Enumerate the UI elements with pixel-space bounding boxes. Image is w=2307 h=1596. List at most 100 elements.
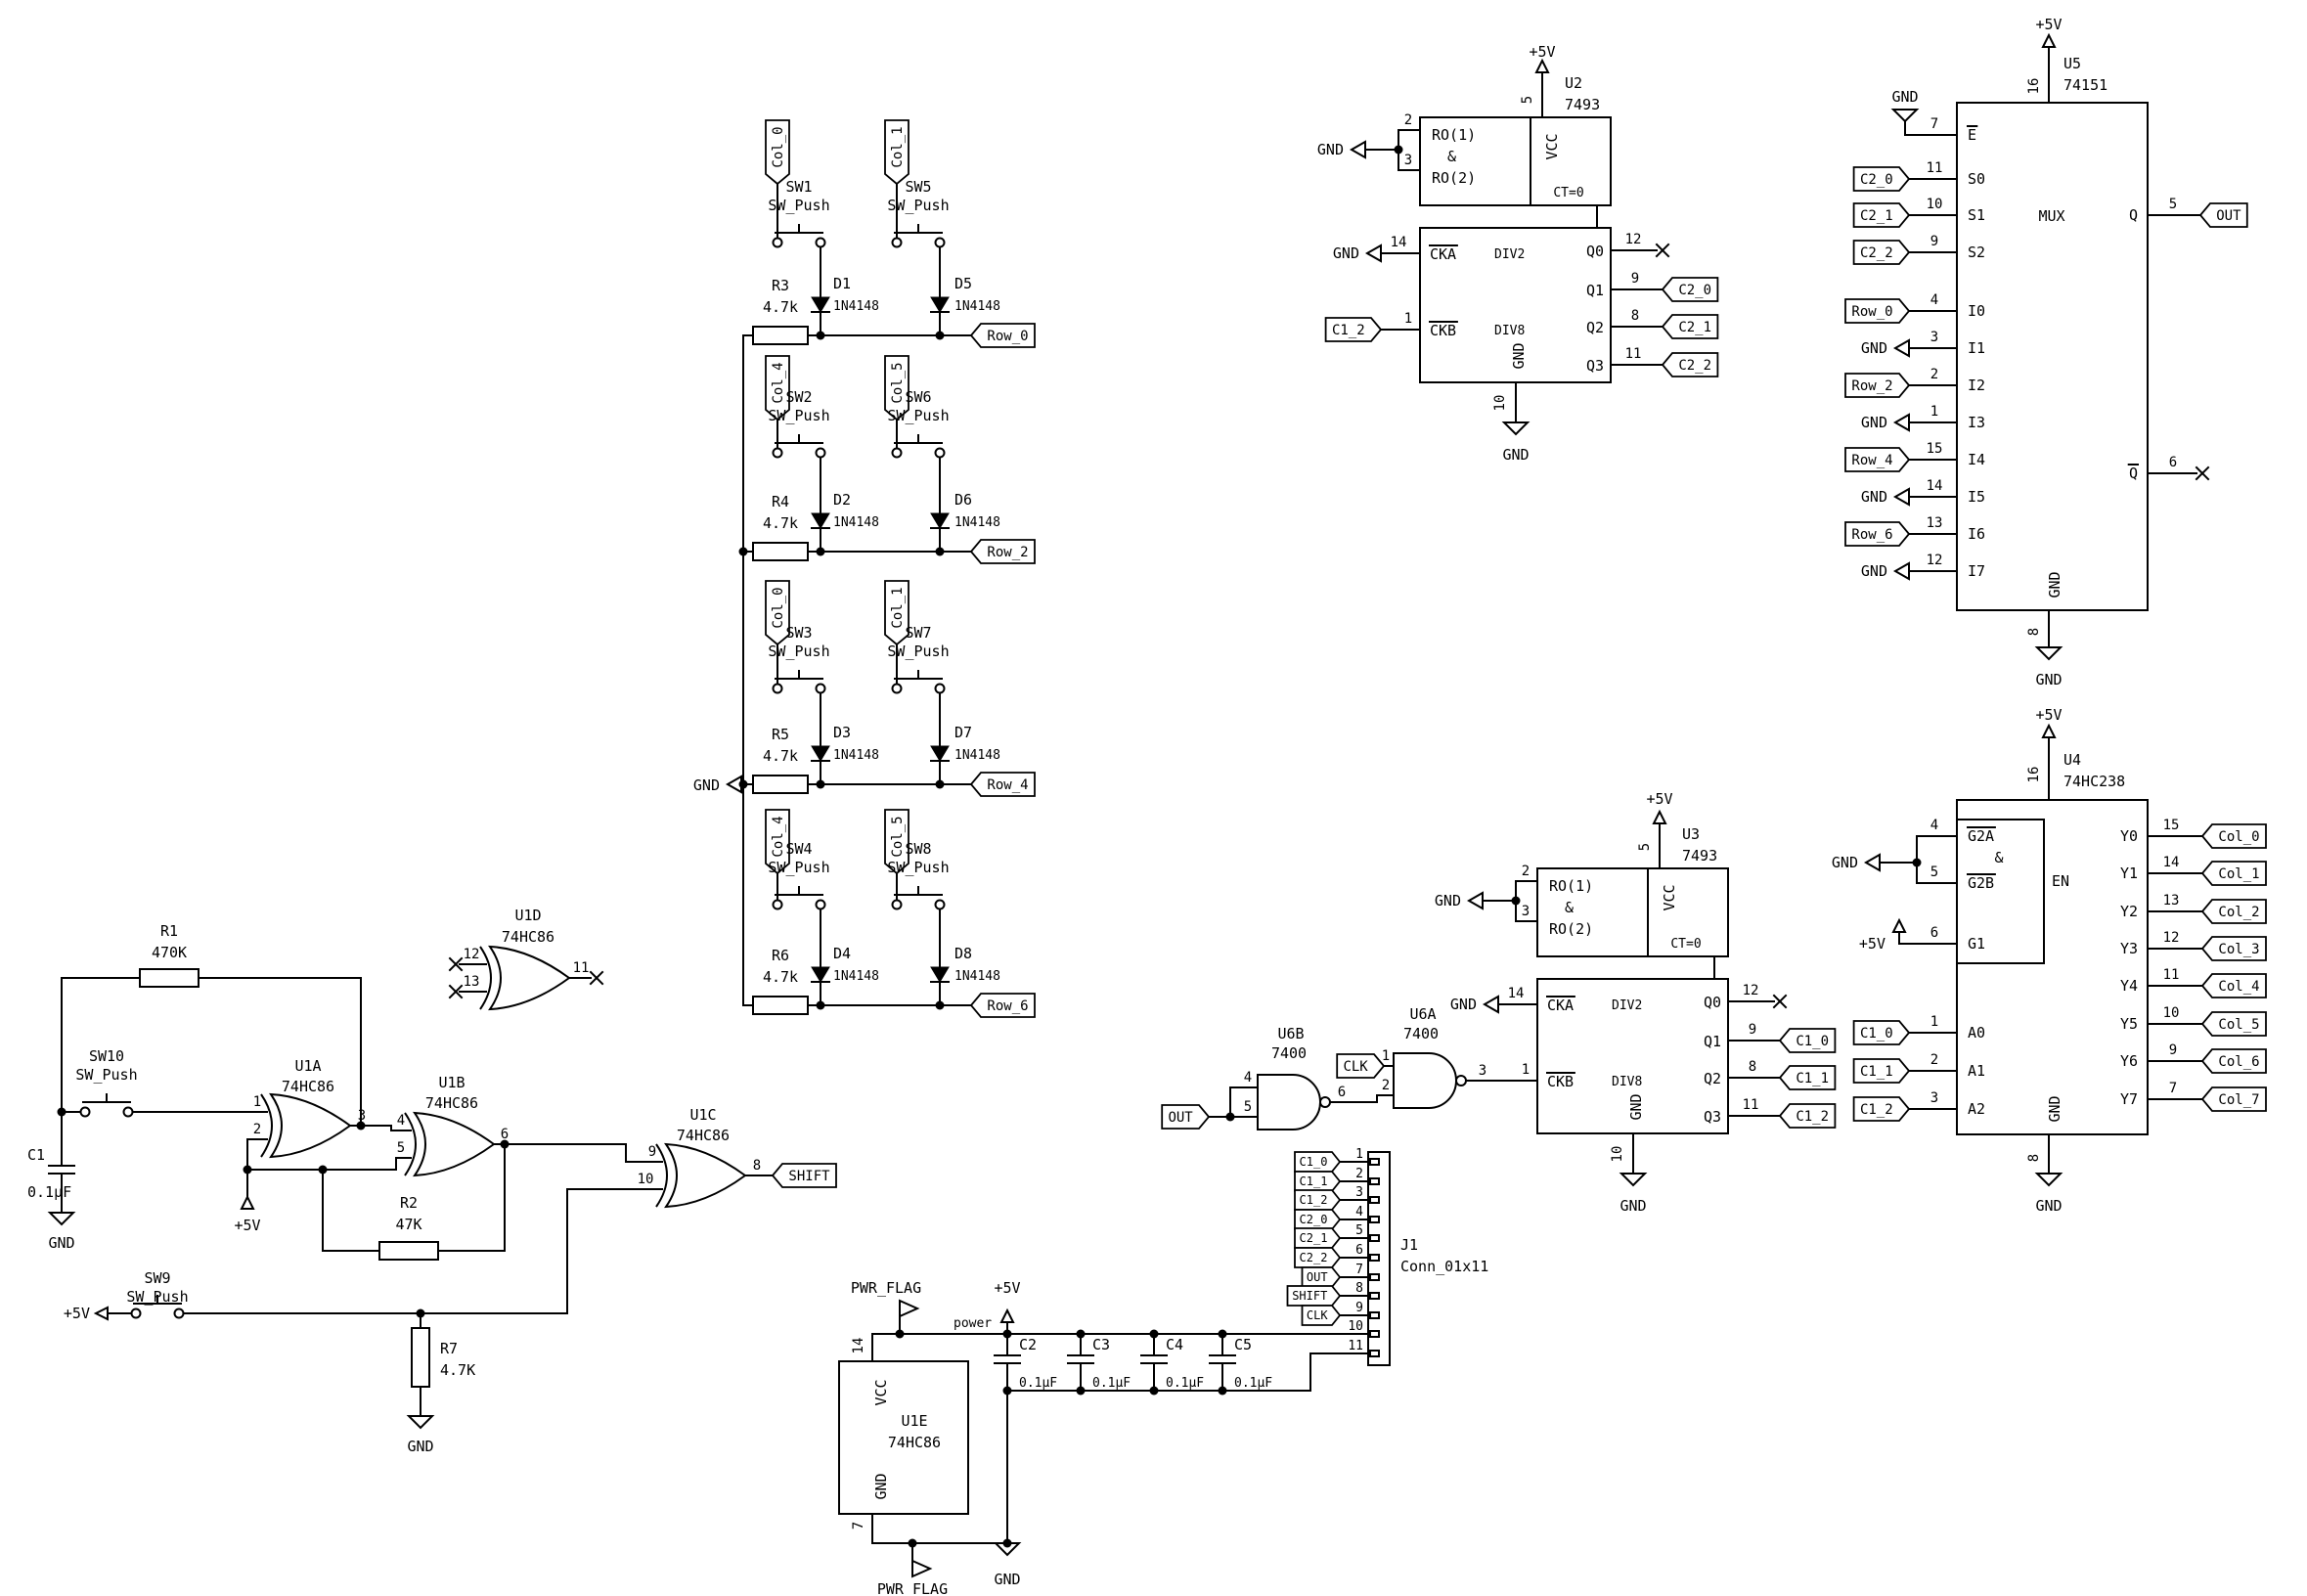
label-d6: D6 <box>954 491 972 509</box>
label-gnd: GND <box>1450 996 1477 1013</box>
net-tag-label-col-6: Col_6 <box>2218 1054 2259 1070</box>
label-15: 15 <box>2163 818 2180 833</box>
net-tag-label-c2-1: C2_1 <box>1860 208 1893 224</box>
label-6: 6 <box>1338 1085 1346 1100</box>
label-c1: C1 <box>27 1146 45 1164</box>
label-8: 8 <box>1355 1281 1363 1296</box>
label-sym: & <box>1994 849 2003 866</box>
diode-d3 <box>811 745 830 762</box>
net-tag-shift <box>1286 1285 1342 1307</box>
label-i2: I2 <box>1968 377 1985 394</box>
u3-r0-block <box>1536 867 1729 957</box>
net-tag-shift <box>771 1163 837 1188</box>
label-gnd: GND <box>1435 892 1461 909</box>
label-4-7k: 4.7k <box>763 968 798 986</box>
net-tag-label-c1-0: C1_0 <box>1300 1155 1328 1169</box>
xor-gate-u1b <box>413 1111 496 1177</box>
junction-dot <box>1225 1112 1235 1122</box>
label-gnd: GND <box>2046 571 2063 598</box>
junction-dot <box>1218 1386 1227 1396</box>
label-u5: U5 <box>2063 55 2081 72</box>
label-4-7k: 4.7K <box>440 1361 475 1379</box>
label-47k: 47K <box>395 1216 421 1233</box>
net-tag-label-row-6: Row_6 <box>987 998 1028 1014</box>
label-mux: MUX <box>2038 207 2064 225</box>
label-gnd: GND <box>693 776 720 794</box>
net-tag-label-c2-1: C2_1 <box>1678 320 1711 335</box>
label-r6: R6 <box>772 947 789 964</box>
net-tag-label-c2-1: C2_1 <box>1300 1231 1328 1245</box>
net-tag-label-c1-1: C1_1 <box>1300 1175 1328 1188</box>
label-5: 5 <box>1520 96 1535 104</box>
net-tag-col-0 <box>765 119 790 186</box>
j1-pin-pad-5 <box>1369 1234 1380 1242</box>
label-11: 11 <box>1625 346 1642 362</box>
label-g2a: G2A <box>1968 827 1994 845</box>
net-tag-c2-1 <box>1294 1227 1342 1249</box>
label-10: 10 <box>638 1172 654 1187</box>
label-j1: J1 <box>1400 1236 1418 1254</box>
switch-sw8-contact-2 <box>934 899 946 910</box>
label-12: 12 <box>2163 930 2180 946</box>
label-74hc238: 74HC238 <box>2063 773 2125 790</box>
label-y5: Y5 <box>2120 1015 2138 1033</box>
label-gnd: GND <box>1861 488 1887 506</box>
junction-dot <box>57 1107 67 1117</box>
label-1n4148: 1N4148 <box>954 748 1000 763</box>
label-7: 7 <box>851 1522 866 1530</box>
label-gnd: GND <box>1510 342 1528 369</box>
net-tag-label-clk: CLK <box>1307 1308 1328 1322</box>
label-q0: Q0 <box>1704 994 1721 1011</box>
junction-dot <box>1002 1329 1012 1339</box>
label-4: 4 <box>1930 818 1938 833</box>
j1-pin-pad-10 <box>1369 1330 1380 1338</box>
label-sw-push: SW_Push <box>887 197 949 214</box>
net-tag-label-row-4: Row_4 <box>1851 453 1892 468</box>
label-div2: DIV2 <box>1494 247 1525 262</box>
label-9: 9 <box>648 1144 656 1160</box>
label-vcc: VCC <box>1543 133 1561 159</box>
label-q1: Q1 <box>1704 1033 1721 1050</box>
junction-dot <box>356 1121 366 1130</box>
label-gnd: GND <box>994 1571 1020 1588</box>
label-g1: G1 <box>1968 935 1985 953</box>
label-10: 10 <box>2163 1005 2180 1021</box>
label-16: 16 <box>2026 78 2042 95</box>
junction-dot <box>1511 896 1521 906</box>
junction-dot <box>935 1000 945 1010</box>
p5v-symbol <box>1891 917 1907 933</box>
junction-dot <box>935 547 945 556</box>
label-5: 5 <box>397 1140 405 1156</box>
net-tag-label-col-1: Col_1 <box>890 126 906 167</box>
net-tag-label-shift: SHIFT <box>1292 1289 1327 1303</box>
label-gnd: GND <box>2035 1197 2062 1215</box>
label-sw-push: SW_Push <box>75 1066 137 1084</box>
label-7: 7 <box>1930 116 1938 132</box>
label-9: 9 <box>2169 1042 2177 1058</box>
label-4-7k: 4.7k <box>763 514 798 532</box>
label-y7: Y7 <box>2120 1090 2138 1108</box>
label-gnd: GND <box>1627 1093 1645 1120</box>
switch-sw1-contact-1 <box>772 237 783 248</box>
junction-dot <box>816 1000 825 1010</box>
switch-sw10-contact-1 <box>79 1106 91 1118</box>
label-2: 2 <box>1404 112 1412 128</box>
net-tag-col-4 <box>765 809 790 875</box>
net-tag-c1-1 <box>1294 1171 1342 1192</box>
label-r7: R7 <box>440 1340 458 1357</box>
j1-pin-pad-3 <box>1369 1196 1380 1204</box>
net-tag-c2-1 <box>1661 314 1719 339</box>
net-tag-label-out: OUT <box>1168 1110 1193 1126</box>
j1-pin-pad-7 <box>1369 1273 1380 1281</box>
switch-sw4-contact-1 <box>772 899 783 910</box>
label-sw8: SW8 <box>905 840 931 858</box>
label-cka: CKA <box>1547 997 1574 1014</box>
switch-sw8-contact-1 <box>891 899 903 910</box>
xor-gate-u1d <box>488 945 571 1011</box>
label-14: 14 <box>1927 478 1943 494</box>
label-sw1: SW1 <box>785 178 812 196</box>
label-sw10: SW10 <box>89 1047 124 1065</box>
label-13: 13 <box>1927 515 1943 531</box>
xor-gate-u1a <box>269 1092 352 1159</box>
